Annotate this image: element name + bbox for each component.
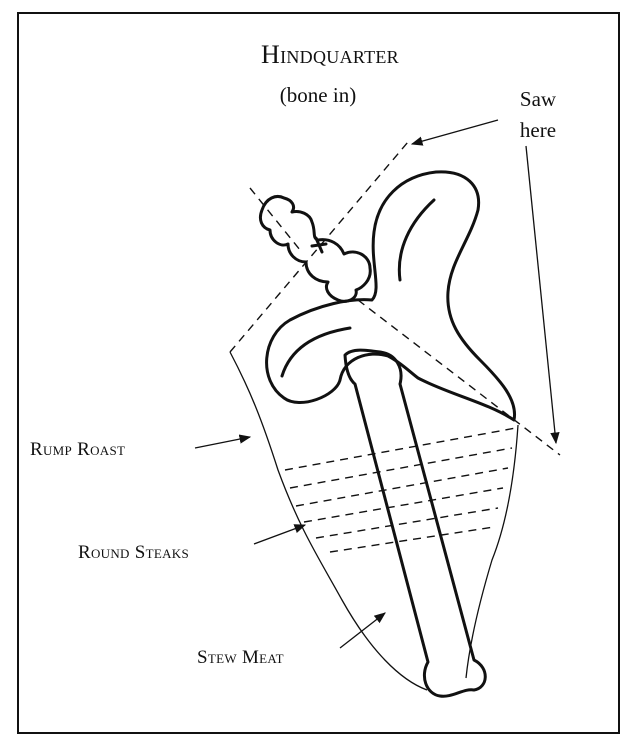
diagram-title: Hindquarter [261, 40, 399, 69]
saw-note-line1: Saw [520, 87, 557, 111]
saw-arrow-lower [526, 146, 556, 443]
vertebrae [260, 197, 370, 302]
arrow-rump-roast [195, 437, 250, 448]
saw-line-lower [358, 300, 560, 455]
label-round-steaks: Round Steaks [78, 542, 189, 563]
pelvis-bone [267, 172, 515, 420]
label-stew-meat: Stew Meat [197, 647, 284, 668]
saw-note-line2: here [520, 118, 556, 142]
meat-outline-right [466, 425, 518, 678]
arrow-stew-meat [340, 613, 385, 648]
label-rump-roast: Rump Roast [30, 439, 125, 460]
arrow-round-steaks [254, 525, 305, 544]
pelvis-inner-upper [399, 200, 434, 280]
meat-outline-left [230, 352, 427, 690]
round-steak-cut-lines [285, 428, 516, 552]
pelvis-inner-lower [282, 328, 350, 376]
saw-arrow-upper [412, 120, 498, 144]
femur-bone [345, 350, 485, 696]
diagram-subtitle: (bone in) [280, 83, 356, 107]
